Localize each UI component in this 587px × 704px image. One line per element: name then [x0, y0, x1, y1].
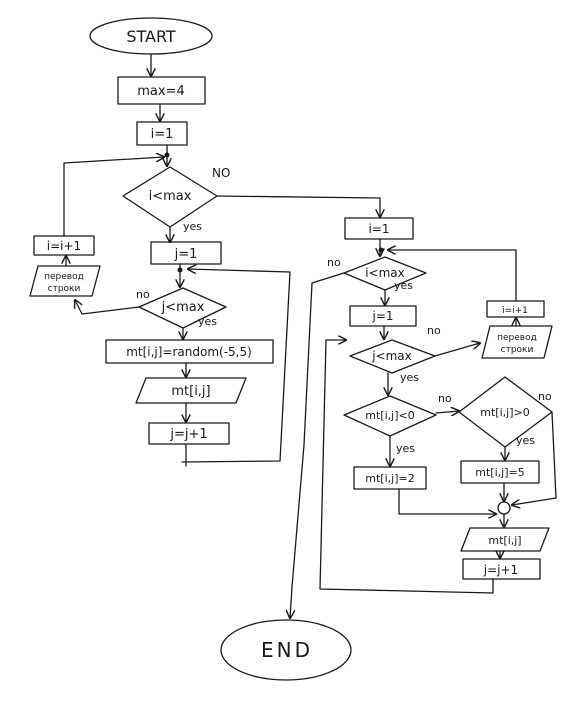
right-j-init-box: j=1: [349, 305, 417, 327]
neg-cond-diamond: mt[i,j]<0: [343, 395, 437, 437]
neg-no-label: no: [438, 392, 452, 405]
left-j-cond-yes: yes: [198, 315, 217, 328]
edge-right-i-loop: [388, 250, 517, 302]
left-i-inc-label: i=i+1: [47, 239, 81, 253]
right-i-cond-label: i<max: [365, 266, 405, 280]
edge-left-j-loop: [181, 269, 291, 463]
pos-no-label: no: [538, 390, 552, 403]
neg-yes-label: yes: [396, 442, 415, 455]
random-assign-label: mt[i,j]=random(-5,5): [126, 345, 252, 359]
pos-yes-label: yes: [516, 434, 535, 447]
random-assign-box: mt[i,j]=random(-5,5): [105, 339, 274, 364]
max-assign-label: max=4: [137, 84, 185, 99]
end-label: END: [261, 638, 313, 662]
left-j-inc-box: j=j+1: [148, 422, 230, 445]
right-j-inc-label: j=j+1: [483, 563, 518, 577]
right-output-parallelogram: mt[i,j]: [460, 527, 550, 552]
right-i-inc-label: i=i+1: [502, 306, 528, 316]
right-j-inc-box: j=j+1: [462, 558, 541, 580]
right-i-init-label: i=1: [368, 222, 389, 236]
set-neg-box: mt[i,j]=2: [353, 466, 427, 490]
edge-left-i-loop: [63, 157, 164, 237]
left-i-cond-no: NO: [212, 166, 230, 180]
left-newline-line2: строки: [48, 284, 81, 294]
edge-setneg-merge: [398, 488, 496, 514]
right-merge-circle: [497, 501, 511, 515]
left-i-cond-label: i<max: [149, 189, 192, 204]
left-i-init-label: i=1: [151, 127, 174, 142]
right-j-cond-no: no: [427, 324, 441, 337]
right-j-cond-yes: yes: [400, 371, 419, 384]
right-newline-line2: строки: [501, 345, 534, 355]
edge-left-j-no: [81, 306, 140, 315]
left-output-parallelogram: mt[i,j]: [135, 377, 247, 404]
left-j-inc-label: j=j+1: [169, 427, 207, 442]
set-pos-box: mt[i,j]=5: [460, 460, 540, 484]
edge-left-i-no: [216, 195, 380, 217]
right-i-inc-box: i=i+1: [486, 300, 545, 318]
set-neg-label: mt[i,j]=2: [365, 472, 414, 485]
right-i-cond-no: no: [327, 256, 341, 269]
left-output-label: mt[i,j]: [171, 384, 210, 399]
edge-neg-no: [435, 411, 459, 413]
right-i-init-box: i=1: [344, 217, 414, 240]
right-j-cond-diamond: j<max: [349, 339, 436, 374]
left-j-init-box: j=1: [150, 241, 222, 265]
right-newline-parallelogram: перевод строки: [481, 325, 553, 359]
right-j-init-label: j=1: [371, 309, 393, 323]
left-newline-line1: перевод: [44, 272, 84, 282]
left-merge-dot-j: [177, 267, 183, 273]
start-label: START: [126, 27, 176, 46]
set-pos-label: mt[i,j]=5: [475, 466, 524, 479]
left-i-inc-box: i=i+1: [33, 235, 95, 256]
edge-right-j-loop: [319, 340, 494, 594]
right-i-cond-yes: yes: [394, 279, 413, 292]
left-i-init-box: i=1: [136, 121, 188, 146]
left-i-cond-yes: yes: [183, 220, 202, 233]
edge-to-newline-left: [75, 300, 82, 315]
right-i-cond-diamond: i<max: [343, 256, 427, 291]
right-j-cond-label: j<max: [371, 349, 412, 363]
edge-pos-no: [512, 411, 557, 505]
edge-right-i-no-end: [290, 272, 345, 618]
pos-cond-diamond: mt[i,j]>0: [458, 376, 553, 448]
end-terminator: END: [220, 619, 352, 681]
right-merge-dot-i: [378, 247, 384, 253]
left-j-cond-label: j<max: [161, 300, 205, 315]
start-terminator: START: [89, 17, 213, 55]
left-j-init-label: j=1: [174, 247, 198, 262]
max-assign-box: max=4: [117, 76, 206, 105]
left-merge-dot-i: [164, 152, 170, 158]
pos-cond-label: mt[i,j]>0: [480, 406, 529, 419]
edge-right-j-no: [434, 343, 480, 357]
left-newline-parallelogram: перевод строки: [29, 265, 101, 297]
right-output-label: mt[i,j]: [488, 534, 521, 547]
left-j-cond-no: no: [136, 288, 150, 301]
left-i-cond-diamond: i<max: [122, 166, 218, 228]
neg-cond-label: mt[i,j]<0: [365, 409, 414, 422]
right-newline-line1: перевод: [497, 333, 537, 343]
